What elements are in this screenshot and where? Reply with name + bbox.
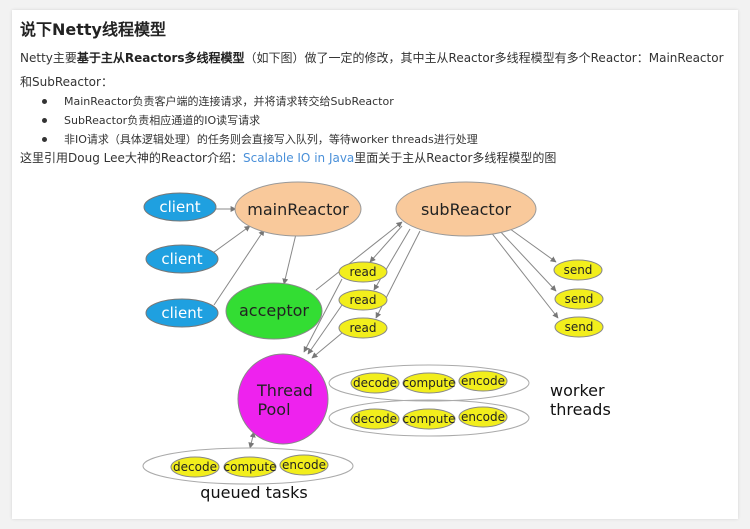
read-node xyxy=(338,261,388,283)
compute-label: compute xyxy=(224,460,277,474)
arrow-sub-read1 xyxy=(369,225,403,263)
article-card: 说下Netty线程模型 Netty主要基于主从Reactors多线程模型（如下图… xyxy=(12,10,738,519)
client-label: client xyxy=(161,304,202,322)
worker-threads-label-line2: threads xyxy=(550,400,611,419)
ref-prefix: 这里引用Doug Lee大神的Reactor介绍： xyxy=(20,151,243,165)
bullet-item: 非IO请求（具体逻辑处理）的任务则会直接写入队列，等待worker thread… xyxy=(42,130,478,149)
worker-thread-group xyxy=(328,364,530,402)
arrow-pool-queue xyxy=(248,431,256,449)
send-label: send xyxy=(565,292,594,306)
article-title: 说下Netty线程模型 xyxy=(20,20,166,39)
decode-label: decode xyxy=(173,460,217,474)
thread-pool-label-line2: Pool xyxy=(257,400,290,419)
arrow-read3-pool xyxy=(311,332,343,359)
scalable-io-link[interactable]: Scalable IO in Java xyxy=(242,151,355,165)
arrow-read2-pool xyxy=(307,304,343,355)
encode-node xyxy=(458,406,508,428)
read-label: read xyxy=(349,265,376,279)
thread-pool-label-line1: Thread xyxy=(256,381,313,400)
send-label: send xyxy=(564,263,593,277)
arrow-sub-send2 xyxy=(497,228,557,292)
intro-bold: 基于主从Reactors多线程模型 xyxy=(76,51,245,65)
arrow-acceptor-sub xyxy=(315,221,403,291)
read-label: read xyxy=(349,293,376,307)
client-label: client xyxy=(161,250,202,268)
queued-tasks-label: queued tasks xyxy=(200,483,307,502)
decode-label: decode xyxy=(353,412,397,426)
client-label: client xyxy=(159,198,200,216)
client-node xyxy=(143,192,217,222)
send-node xyxy=(554,288,604,310)
thread-pool-node xyxy=(237,353,329,445)
decode-label: decode xyxy=(353,376,397,390)
sub-reactor-label: subReactor xyxy=(421,200,512,219)
encode-label: encode xyxy=(282,458,326,472)
main-reactor-node xyxy=(234,181,362,237)
ref-suffix: 里面关于主从Reactor多线程模型的图 xyxy=(354,151,557,165)
read-node xyxy=(338,317,388,339)
decode-node xyxy=(350,372,400,394)
decode-node xyxy=(170,456,220,478)
arrow-main-acceptor xyxy=(282,233,297,285)
client-node xyxy=(145,244,219,274)
intro-suffix: （如下图）做了一定的修改，其中主从Reactor多线程模型有多个Reactor：… xyxy=(20,51,724,89)
read-label: read xyxy=(349,321,376,335)
arrow-client3-main xyxy=(213,229,265,306)
arrow-sub-read2 xyxy=(373,228,411,291)
encode-label: encode xyxy=(461,374,505,388)
encode-node xyxy=(279,454,329,476)
encode-node xyxy=(458,370,508,392)
acceptor-node xyxy=(225,282,323,340)
arrow-read1-pool xyxy=(303,278,343,353)
intro-paragraph: Netty主要基于主从Reactors多线程模型（如下图）做了一定的修改，其中主… xyxy=(20,46,732,94)
send-label: send xyxy=(565,320,594,334)
arrow-sub-send3 xyxy=(489,230,559,319)
client-node xyxy=(145,298,219,328)
queued-task-group xyxy=(142,447,354,485)
send-node xyxy=(553,259,603,281)
acceptor-label: acceptor xyxy=(239,301,309,320)
main-reactor-label: mainReactor xyxy=(247,200,349,219)
compute-node xyxy=(402,408,456,430)
intro-prefix: Netty主要 xyxy=(20,51,77,65)
worker-threads-label-line1: worker xyxy=(550,381,605,400)
arrow-client2-main xyxy=(209,225,251,256)
compute-label: compute xyxy=(403,412,456,426)
bullet-item: SubReactor负责相应通道的IO读写请求 xyxy=(42,111,478,130)
compute-label: compute xyxy=(403,376,456,390)
bullet-item: MainReactor负责客户端的连接请求，并将请求转交给SubReactor xyxy=(42,92,478,111)
encode-label: encode xyxy=(461,410,505,424)
worker-thread-group xyxy=(328,399,530,437)
arrow-sub-send1 xyxy=(505,225,557,263)
send-node xyxy=(554,316,604,338)
compute-node xyxy=(223,456,277,478)
compute-node xyxy=(402,372,456,394)
read-node xyxy=(338,289,388,311)
decode-node xyxy=(350,408,400,430)
reference-line: 这里引用Doug Lee大神的Reactor介绍：Scalable IO in … xyxy=(20,146,556,170)
sub-reactor-node xyxy=(395,181,537,237)
bullet-list: MainReactor负责客户端的连接请求，并将请求转交给SubReactor … xyxy=(42,92,478,149)
